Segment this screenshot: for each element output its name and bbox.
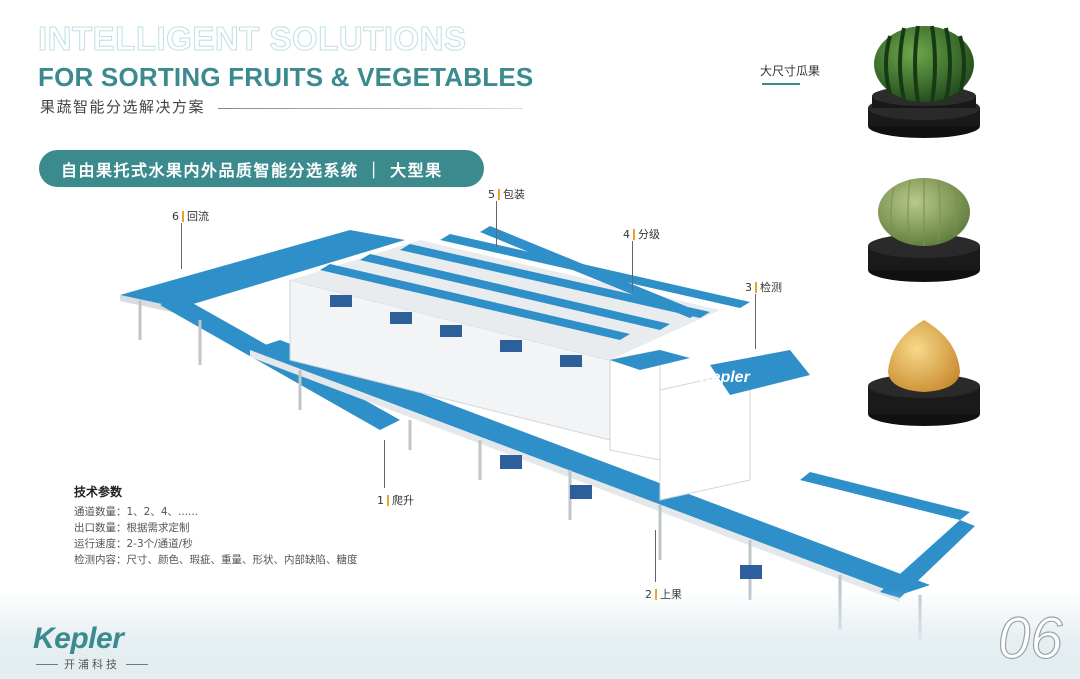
logo-dash-left xyxy=(36,663,58,665)
logo-dash-right xyxy=(126,663,148,665)
kepler-logo: Kepler xyxy=(33,622,124,655)
callout-3-number: 3 xyxy=(745,280,752,294)
logo-wordmark: Kepler xyxy=(33,622,124,655)
mango-on-tray-image xyxy=(868,320,980,426)
logo-subtitle-text: 开浦科技 xyxy=(64,658,120,671)
callout-4-number: 4 xyxy=(623,227,630,241)
callout-1-label: 爬升 xyxy=(392,494,414,507)
callout-6-marker xyxy=(182,210,184,222)
title-main: FOR SORTING FRUITS & VEGETABLES xyxy=(38,62,534,92)
spec-row-speed: 运行速度：2-3个/通道/秒 xyxy=(74,538,193,550)
callout-4-marker xyxy=(633,228,635,240)
cantaloupe-on-tray-image xyxy=(868,178,980,282)
detection-station: Kepler xyxy=(609,349,810,501)
logo-subtitle: 开浦科技 xyxy=(36,656,148,672)
drive-motors xyxy=(330,295,762,579)
callout-6-label: 回流 xyxy=(187,210,209,223)
callout-1-number: 1 xyxy=(377,493,384,507)
page-number: 06 xyxy=(997,606,1063,671)
system-banner-text: 自由果托式水果内外品质智能分选系统 ｜ 大型果 xyxy=(61,160,443,180)
callout-2-leader xyxy=(655,530,656,582)
callout-6-number: 6 xyxy=(172,209,179,223)
fruit-panel-rule xyxy=(762,83,800,85)
watermelon-on-tray-image xyxy=(868,25,980,138)
callout-3-label: 检测 xyxy=(760,281,782,294)
input-conveyor xyxy=(120,230,975,602)
title-divider xyxy=(218,108,523,109)
spec-row-channels: 通道数量：1、2、4、...... xyxy=(74,506,199,518)
callout-1-leader xyxy=(384,440,385,488)
callout-3: 3 检测 xyxy=(745,279,782,295)
callout-4: 4 分级 xyxy=(623,226,660,242)
callout-6: 6 回流 xyxy=(172,208,209,224)
callout-1: 1 爬升 xyxy=(377,492,414,508)
callout-5: 5 包装 xyxy=(488,186,525,202)
callout-6-leader xyxy=(181,223,182,269)
machine-brand-text: Kepler xyxy=(700,369,751,386)
footer-background xyxy=(0,590,1080,679)
fruit-panel-label: 大尺寸瓜果 xyxy=(760,64,821,78)
system-banner: 自由果托式水果内外品质智能分选系统 ｜ 大型果 xyxy=(39,150,484,187)
callout-3-leader xyxy=(755,294,756,349)
callout-5-label: 包装 xyxy=(503,188,525,201)
tech-specs: 技术参数 通道数量：1、2、4、...... 出口数量：根据需求定制 运行速度：… xyxy=(74,483,358,568)
callout-4-label: 分级 xyxy=(638,228,660,241)
title-chinese: 果蔬智能分选解决方案 xyxy=(40,98,206,116)
callout-3-marker xyxy=(755,281,757,293)
sorting-line-illustration: Kepler xyxy=(120,226,975,640)
tech-specs-title: 技术参数 xyxy=(74,485,123,499)
callout-5-marker xyxy=(498,188,500,200)
callout-4-leader xyxy=(632,241,633,291)
callout-5-leader xyxy=(496,201,497,247)
callout-1-marker xyxy=(387,494,389,506)
spec-row-outlets: 出口数量：根据需求定制 xyxy=(74,522,190,534)
callout-5-number: 5 xyxy=(488,187,495,201)
title-outline: INTELLIGENT SOLUTIONS xyxy=(38,20,467,57)
grading-lanes xyxy=(320,226,750,340)
spec-row-inspection: 检测内容：尺寸、颜色、瑕疵、重量、形状、内部缺陷、糖度 xyxy=(74,554,358,566)
